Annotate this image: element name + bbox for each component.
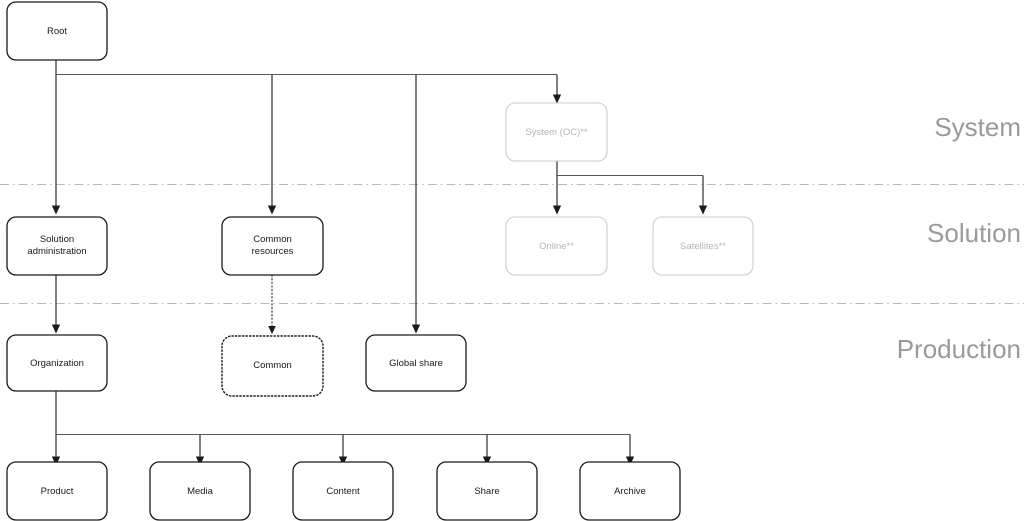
node-root[interactable]: Root (6, 1, 108, 61)
node-share-box[interactable] (436, 461, 538, 521)
node-common-box[interactable] (221, 335, 324, 397)
node-archive-box[interactable] (579, 461, 681, 521)
node-product-box[interactable] (6, 461, 108, 521)
node-common-resources-label-line2: resources (252, 246, 294, 257)
node-share-label: Share (474, 486, 499, 497)
node-media[interactable]: Media (149, 461, 251, 521)
node-common-label: Common (253, 360, 292, 371)
band-label-solution: Solution (927, 218, 1021, 248)
band-labels: System Solution Production (897, 112, 1021, 364)
node-satellites[interactable]: Satellites** (652, 216, 754, 276)
node-solution-administration-label-line1: Solution (40, 234, 74, 245)
band-label-production: Production (897, 334, 1021, 364)
node-system-oc-label: System (OC)** (525, 127, 588, 138)
node-media-label: Media (187, 486, 214, 497)
band-label-system: System (934, 112, 1021, 142)
node-product[interactable]: Product (6, 461, 108, 521)
node-archive-label: Archive (614, 486, 646, 497)
node-solution-administration-box[interactable] (6, 216, 108, 276)
node-product-label: Product (41, 486, 74, 497)
node-common-resources-label-line1: Common (253, 234, 292, 245)
node-root-box[interactable] (6, 1, 108, 61)
node-common-resources-box[interactable] (221, 216, 324, 276)
node-organization[interactable]: Organization (6, 334, 108, 392)
node-content-box[interactable] (292, 461, 394, 521)
node-content-label: Content (326, 486, 360, 497)
node-system-oc-box[interactable] (505, 102, 608, 162)
node-share[interactable]: Share (436, 461, 538, 521)
node-content[interactable]: Content (292, 461, 394, 521)
node-global-share-box[interactable] (365, 334, 467, 392)
node-solution-administration-label-line2: administration (27, 246, 86, 257)
edges (51, 60, 708, 466)
node-global-share-label: Global share (389, 358, 443, 369)
node-organization-label: Organization (30, 358, 84, 369)
node-archive[interactable]: Archive (579, 461, 681, 521)
node-solution-administration[interactable]: Solution administration (6, 216, 108, 276)
node-organization-box[interactable] (6, 334, 108, 392)
node-common-resources[interactable]: Common resources (221, 216, 324, 276)
node-online-box[interactable] (505, 216, 608, 276)
node-satellites-label: Satellites** (680, 241, 726, 252)
node-satellites-box[interactable] (652, 216, 754, 276)
band-dividers (0, 183, 1024, 305)
node-online[interactable]: Online** (505, 216, 608, 276)
node-media-box[interactable] (149, 461, 251, 521)
node-global-share[interactable]: Global share (365, 334, 467, 392)
node-system-oc[interactable]: System (OC)** (505, 102, 608, 162)
node-root-label: Root (47, 26, 67, 37)
node-common[interactable]: Common (221, 335, 324, 397)
node-online-label: Online** (539, 241, 574, 252)
